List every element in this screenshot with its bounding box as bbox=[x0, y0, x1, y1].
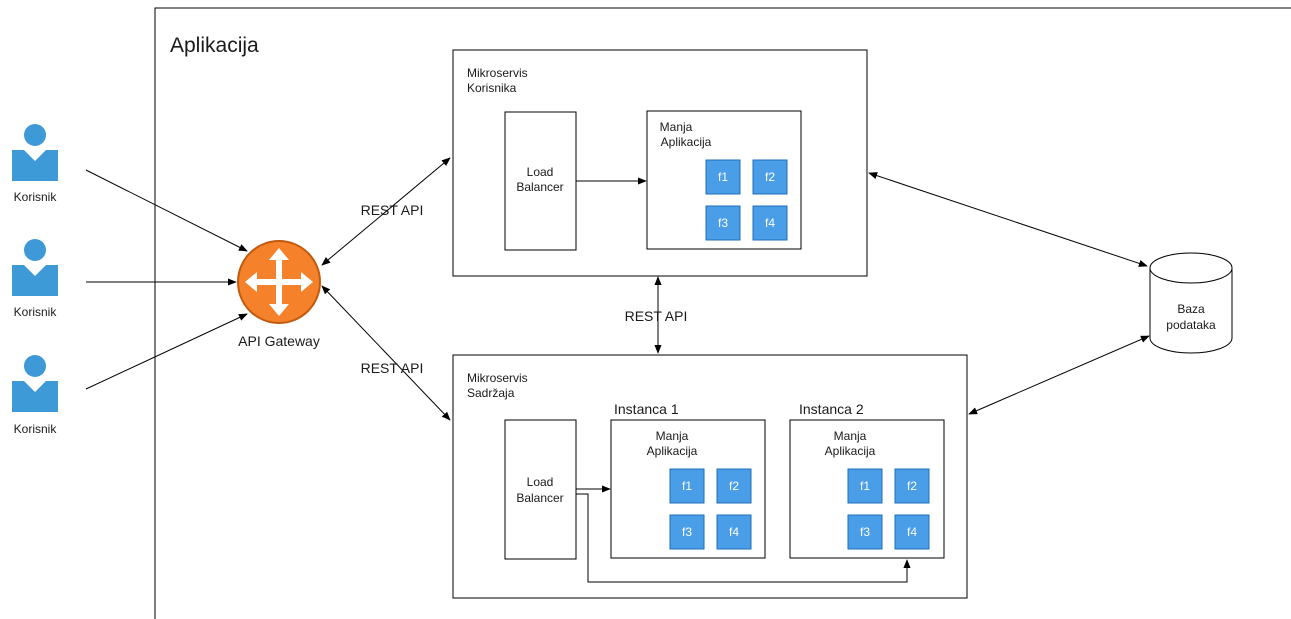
function-label: f4 bbox=[765, 216, 775, 230]
lb-to-instance-arrow bbox=[576, 493, 911, 583]
function-box bbox=[894, 514, 930, 550]
user-3: Korisnik bbox=[12, 355, 58, 436]
function-box bbox=[894, 468, 930, 504]
microservice-content: Mikroservis Sadržaja Load Balancer Insta… bbox=[452, 354, 968, 599]
rest-api-label: REST API bbox=[361, 360, 424, 376]
microservice-title: Sadržaja bbox=[467, 386, 515, 400]
function-label: f3 bbox=[682, 525, 692, 539]
user-icon bbox=[12, 239, 58, 296]
user-icon bbox=[12, 355, 58, 412]
function-box bbox=[705, 205, 741, 241]
function-box bbox=[752, 205, 788, 241]
load-balancer-label: Balancer bbox=[516, 491, 563, 505]
load-balancer bbox=[504, 111, 577, 251]
load-balancer-label: Load bbox=[527, 165, 554, 179]
function-label: f2 bbox=[907, 479, 917, 493]
user-icon bbox=[12, 124, 58, 181]
function-label: f2 bbox=[729, 479, 739, 493]
function-box bbox=[705, 159, 741, 195]
application-title: Aplikacija bbox=[170, 34, 259, 57]
function-box bbox=[716, 468, 752, 504]
gateway-content-arrow bbox=[321, 285, 451, 421]
api-gateway: API Gateway bbox=[237, 240, 321, 349]
app-label: Manja bbox=[660, 120, 693, 134]
function-label: f1 bbox=[682, 479, 692, 493]
app-label: Aplikacija bbox=[661, 135, 712, 149]
load-balancer-label: Load bbox=[527, 475, 554, 489]
user-label: Korisnik bbox=[14, 305, 58, 319]
user-2: Korisnik bbox=[12, 239, 58, 319]
app-label: Aplikacija bbox=[825, 444, 876, 458]
database: Baza podataka bbox=[1149, 252, 1233, 354]
database-icon bbox=[1149, 268, 1233, 354]
function-box bbox=[847, 514, 883, 550]
instance-label: Instanca 1 bbox=[614, 401, 679, 417]
instance-label: Instanca 2 bbox=[799, 401, 864, 417]
function-box bbox=[752, 159, 788, 195]
database-label: podataka bbox=[1166, 318, 1216, 332]
gateway-users-arrow bbox=[321, 157, 451, 266]
user-label: Korisnik bbox=[14, 422, 58, 436]
function-label: f1 bbox=[860, 479, 870, 493]
gateway-label: API Gateway bbox=[238, 333, 320, 349]
function-label: f3 bbox=[718, 216, 728, 230]
microservice-users: Mikroservis Korisnika Load Balancer Manj… bbox=[452, 49, 868, 277]
function-box bbox=[669, 514, 705, 550]
app-label: Manja bbox=[834, 429, 867, 443]
microservice-title: Korisnika bbox=[467, 81, 517, 95]
application-container: Aplikacija bbox=[154, 7, 1291, 619]
rest-api-label: REST API bbox=[361, 202, 424, 218]
app-label: Aplikacija bbox=[647, 444, 698, 458]
function-label: f4 bbox=[907, 525, 917, 539]
load-balancer bbox=[504, 419, 577, 560]
user-to-gateway-arrow bbox=[85, 313, 248, 390]
app-label: Manja bbox=[656, 429, 689, 443]
content-db-arrow bbox=[968, 335, 1150, 415]
function-label: f4 bbox=[729, 525, 739, 539]
function-label: f2 bbox=[765, 170, 775, 184]
user-label: Korisnik bbox=[14, 190, 58, 204]
function-box bbox=[716, 514, 752, 550]
users-db-arrow bbox=[868, 172, 1148, 267]
user-to-gateway-arrow bbox=[85, 169, 248, 252]
function-box bbox=[669, 468, 705, 504]
user-1: Korisnik bbox=[12, 124, 58, 204]
microservice-title: Mikroservis bbox=[467, 371, 528, 385]
function-label: f3 bbox=[860, 525, 870, 539]
load-balancer-label: Balancer bbox=[516, 180, 563, 194]
rest-api-label: REST API bbox=[625, 308, 688, 324]
microservice-title: Mikroservis bbox=[467, 66, 528, 80]
database-label: Baza bbox=[1177, 302, 1205, 316]
function-label: f1 bbox=[718, 170, 728, 184]
function-box bbox=[847, 468, 883, 504]
